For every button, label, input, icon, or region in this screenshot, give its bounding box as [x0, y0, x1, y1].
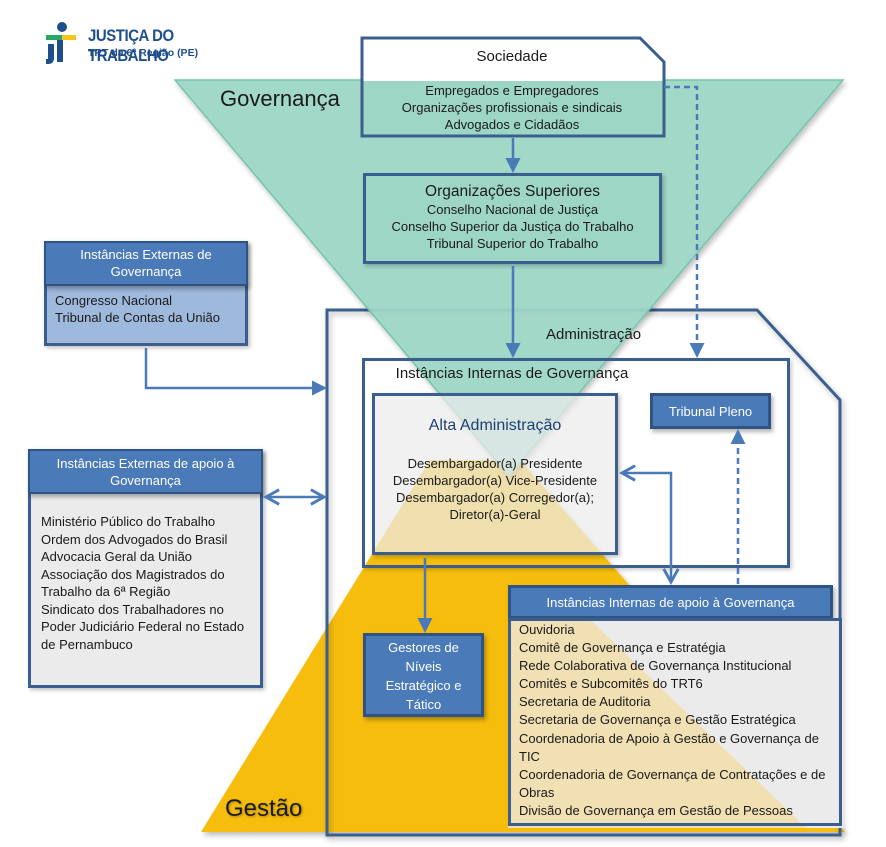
list-item: Congresso Nacional: [55, 293, 173, 308]
logo-mark-icon: [46, 22, 76, 64]
organizacoes-superiores-title: Organizações Superiores: [425, 183, 600, 200]
sociedade-item: Empregados e Empregadores: [425, 83, 599, 98]
instancias-externas-apoio-list: Ministério Público do Trabalho Ordem dos…: [31, 494, 260, 653]
header-line: Instâncias Externas de apoio à: [56, 456, 235, 471]
list-item: Rede Colaborativa de Governança Instituc…: [519, 658, 792, 674]
tribunal-pleno-box: Tribunal Pleno: [650, 393, 771, 429]
gestores-line: Tático: [405, 697, 442, 712]
sociedade-list: Empregados e Empregadores Organizações p…: [362, 82, 662, 133]
list-item: Coordenadoria de Governança de Contrataç…: [519, 766, 826, 782]
list-item: Comitês e Subcomitês do TRT6: [519, 676, 703, 692]
sociedade-frame: [360, 36, 666, 138]
instancias-externas-apoio-box: Instâncias Externas de apoio à Governanç…: [28, 449, 263, 688]
instancias-internas-governanca-title: Instâncias Internas de Governança: [395, 365, 629, 382]
header-line: Governança: [110, 264, 182, 279]
organizacoes-superiores-item: Conselho Superior da Justiça do Trabalho: [391, 219, 634, 234]
list-item: Divisão de Governança em Gestão de Pesso…: [519, 802, 793, 818]
list-item: TIC: [519, 748, 540, 764]
instancias-internas-apoio-header: Instâncias Internas de apoio à Governanç…: [508, 585, 833, 619]
alta-administracao-list: Desembargador(a) Presidente Desembargado…: [375, 455, 615, 523]
list-item: Obras: [519, 784, 555, 800]
logo: JUSTIÇA DO TRABALHO TRT da 6ª Região (PE…: [40, 20, 260, 70]
gestores-line: Gestores de: [388, 640, 459, 655]
list-item: Desembargador(a) Corregedor(a);: [396, 490, 594, 505]
list-item: Ouvidoria: [519, 622, 575, 637]
gestores-line: Níveis: [405, 659, 442, 674]
list-item: Sindicato dos Trabalhadores no: [41, 601, 224, 617]
instancias-externas-governanca-list: Congresso Nacional Tribunal de Contas da…: [47, 286, 245, 326]
list-item: Comitê de Governança e Estratégia: [519, 640, 726, 656]
sociedade-title: Sociedade: [476, 48, 548, 65]
logo-title: JUSTIÇA DO TRABALHO: [88, 26, 174, 65]
alta-administracao-title: Alta Administração: [428, 417, 562, 434]
list-item: Secretaria de Governança e Gestão Estrat…: [519, 712, 796, 728]
sociedade-item: Advogados e Cidadãos: [444, 117, 580, 132]
gestores-line: Estratégico e: [385, 678, 462, 693]
list-item: Desembargador(a) Vice-Presidente: [392, 473, 598, 488]
instancias-internas-apoio-list: Ouvidoria Comitê de Governança e Estraté…: [519, 621, 825, 820]
organizacoes-superiores-list: Conselho Nacional de Justiça Conselho Su…: [366, 201, 659, 252]
list-item: Tribunal de Contas da União: [55, 310, 221, 325]
list-item: Associação dos Magistrados do: [41, 566, 225, 582]
gestores-box: Gestores de Níveis Estratégico e Tático: [363, 633, 484, 717]
list-item: Advocacia Geral da União: [41, 549, 193, 564]
list-item: Ministério Público do Trabalho: [41, 514, 216, 529]
header-line: Governança: [110, 473, 181, 488]
list-item: Trabalho da 6ª Região: [41, 584, 171, 599]
alta-administracao-box: Alta Administração Desembargador(a) Pres…: [372, 393, 618, 555]
instancias-internas-apoio-fill: [508, 618, 843, 828]
organizacoes-superiores-item: Conselho Nacional de Justiça: [426, 202, 599, 217]
sociedade-item: Organizações profissionais e sindicais: [401, 100, 623, 115]
organizacoes-superiores-box: Organizações Superiores Conselho Naciona…: [363, 173, 662, 264]
instancias-externas-apoio-header: Instâncias Externas de apoio à Governanç…: [28, 449, 263, 494]
list-item: Ordem dos Advogados do Brasil: [41, 531, 228, 547]
instancias-externas-governanca-box: Instâncias Externas de Governança Congre…: [44, 241, 248, 346]
organizacoes-superiores-item: Tribunal Superior do Trabalho: [426, 236, 599, 251]
header-line: Instâncias Externas de: [80, 247, 212, 262]
zone-label-administracao: Administração: [546, 326, 642, 343]
list-item: Desembargador(a) Presidente: [407, 456, 583, 471]
logo-subtitle: TRT da 6ª Região (PE): [88, 47, 199, 59]
list-item: de Pernambuco: [41, 636, 133, 652]
instancias-externas-governanca-header: Instâncias Externas de Governança: [44, 241, 248, 286]
list-item: Coordenadoria de Apoio à Gestão e Govern…: [519, 730, 819, 746]
list-item: Poder Judiciário Federal no Estado: [41, 619, 245, 634]
zone-label-gestao: Gestão: [225, 795, 303, 822]
zone-label-governanca: Governança: [220, 86, 340, 111]
list-item: Diretor(a)-Geral: [449, 507, 541, 522]
list-item: Secretaria de Auditoria: [519, 694, 651, 710]
instancias-internas-governanca-container: [362, 358, 790, 568]
